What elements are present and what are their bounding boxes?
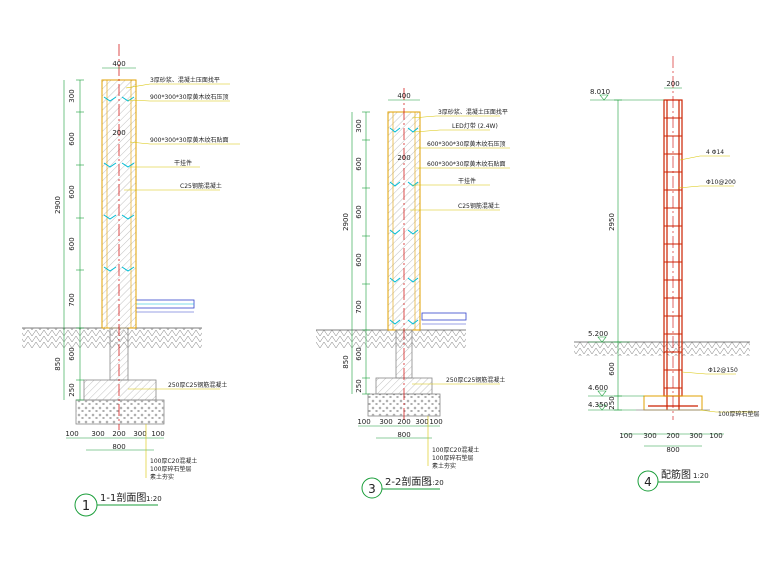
dim-label: 600 [68, 237, 76, 250]
base-note: 100厚C20混凝土 [150, 457, 197, 465]
dim-label: 100 [709, 432, 722, 440]
dim-label: 250 [608, 396, 616, 409]
total-dim-label: 2900 [54, 196, 62, 214]
annotation: 600*300*30厚黄木纹石压顶 [427, 140, 506, 148]
annotation: 干挂件 [458, 177, 476, 185]
dim-total-label: 800 [397, 431, 410, 439]
dim-label: 300 [379, 418, 392, 426]
dim-label: 200 [666, 432, 679, 440]
dim-label: 250 [355, 379, 363, 392]
badge-number: 3 [368, 482, 376, 496]
dim-label: 700 [355, 300, 363, 313]
inner-dim-label: 200 [397, 154, 410, 162]
dim-label: 600 [355, 253, 363, 266]
dim-label: 2950 [608, 213, 616, 231]
dim-label: 600 [608, 362, 616, 375]
section-scale: 1:20 [428, 479, 444, 487]
dim-label: 100 [357, 418, 370, 426]
dim-label: 250 [68, 383, 76, 396]
dim-label: 600 [68, 132, 76, 145]
annotation: C25钢筋混凝土 [180, 182, 222, 190]
elevation-label: 5.200 [588, 330, 608, 338]
annotation: C25钢筋混凝土 [458, 202, 500, 210]
annotation: Φ10@200 [706, 179, 736, 186]
annotation: 100厚碎石垫层 [718, 410, 759, 418]
top-dim-label: 400 [397, 92, 410, 100]
section-badge [361, 477, 383, 499]
dim-label: 300 [689, 432, 702, 440]
dim-label: 600 [68, 347, 76, 360]
section-badge [637, 470, 659, 492]
section-1-1: 400 300 600 600 600 700 600 250 2900 850… [22, 44, 240, 517]
dim-label: 100 [429, 418, 442, 426]
dim-label: 200 [397, 418, 410, 426]
dim-label: 100 [151, 430, 164, 438]
dim-label: 200 [112, 430, 125, 438]
annotation: 干挂件 [174, 159, 192, 167]
dim-label: 300 [91, 430, 104, 438]
elevation-label: 8.010 [590, 88, 610, 96]
section-scale: 1:20 [146, 495, 162, 503]
base-note: 素土夯实 [150, 473, 174, 481]
section-2-2: 400 300 600 600 600 700 600 250 2900 850… [316, 88, 510, 499]
top-dim-label: 200 [666, 80, 679, 88]
annotation: 900*300*30厚黄木纹石压顶 [150, 93, 229, 101]
dim-total-label: 800 [112, 443, 125, 451]
ground-soil [316, 330, 466, 348]
dim-label: 300 [643, 432, 656, 440]
section-title: 配筋图 [661, 468, 691, 481]
ground-soil [574, 342, 750, 356]
annotation: 3厚砂浆、混凝土压面找平 [150, 76, 220, 84]
section-title: 1-1剖面图 [100, 491, 146, 504]
anchors [103, 96, 135, 272]
dim-label: 600 [355, 347, 363, 360]
total-dim-label: 850 [342, 355, 350, 368]
annotation: 4 Φ14 [706, 149, 724, 156]
annotation: Φ12@150 [708, 367, 738, 374]
total-dim-label: 2900 [342, 213, 350, 231]
elevation-label: 4.350 [588, 401, 608, 409]
gravel-base [75, 399, 165, 425]
dim-label: 600 [68, 185, 76, 198]
anchors [389, 127, 419, 325]
badge-number: 4 [644, 475, 652, 489]
section-title: 2-2剖面图 [385, 475, 431, 488]
dim-total-label: 800 [666, 446, 679, 454]
base-note: 100厚碎石垫层 [432, 454, 473, 462]
dim-label: 600 [355, 205, 363, 218]
dim-label: 600 [355, 157, 363, 170]
base-note: 素土夯实 [432, 462, 456, 470]
inner-dim-label: 200 [112, 129, 125, 137]
annotation: 250厚C25钢筋混凝土 [446, 376, 505, 384]
annotation: 250厚C25钢筋混凝土 [168, 381, 227, 389]
dim-label: 300 [68, 89, 76, 102]
top-dim-label: 400 [112, 60, 125, 68]
annotation: 900*300*30厚黄木纹石贴面 [150, 136, 229, 144]
footing [83, 379, 157, 401]
dim-label: 300 [355, 119, 363, 132]
dim-label: 300 [133, 430, 146, 438]
elevation-label: 4.600 [588, 384, 608, 392]
dim-label: 100 [65, 430, 78, 438]
dim-label: 100 [619, 432, 632, 440]
badge-number: 1 [82, 499, 90, 514]
annotation: LED灯带 (2.4W) [452, 122, 498, 130]
paving-slab [421, 312, 467, 321]
base-note: 100厚C20混凝土 [432, 446, 479, 454]
total-dim-label: 850 [54, 357, 62, 370]
rebar-detail: 200 8.010 5.200 4.600 4.350 2950 600 2 [574, 56, 759, 492]
dim-label: 700 [68, 293, 76, 306]
base-note: 100厚碎石垫层 [150, 465, 191, 473]
dim-label: 300 [415, 418, 428, 426]
section-scale: 1:20 [693, 472, 709, 480]
annotation: 600*300*30厚黄木纹石贴面 [427, 160, 506, 168]
annotation: 3厚砂浆、混凝土压面找平 [438, 108, 508, 116]
